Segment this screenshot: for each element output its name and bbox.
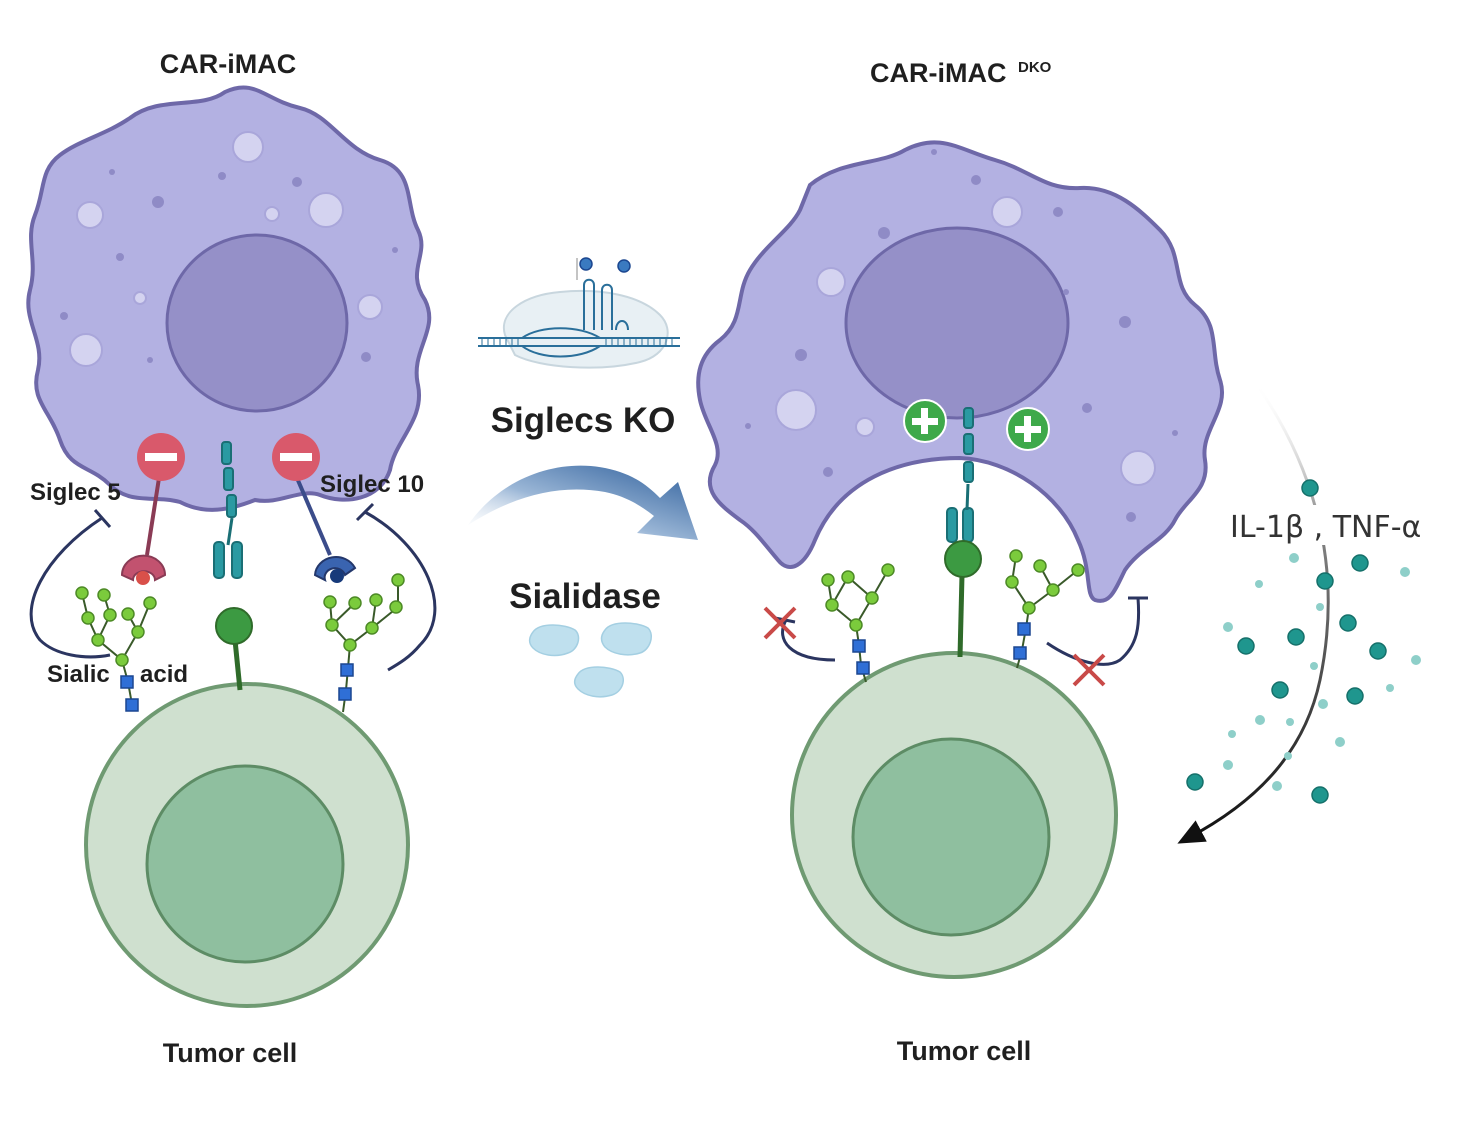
cytokine-label-backdrop	[1228, 505, 1428, 545]
right-cell-title-superscript: DKO	[1018, 59, 1052, 76]
x-block-icon	[1072, 653, 1106, 687]
cytokine-label: IL-1β , TNF-α	[1230, 510, 1421, 545]
left-glycan-2	[323, 573, 405, 713]
sialidase-enzyme-icon	[528, 622, 652, 698]
left-granules	[60, 169, 398, 363]
right-cell-title: CAR-iMAC	[870, 58, 1006, 88]
sialidase-label: Sialidase	[509, 577, 661, 616]
siglec5-label: Siglec 5	[30, 479, 121, 506]
tumor-left-label: Tumor cell	[163, 1038, 298, 1068]
left-tumor-antigen	[215, 607, 253, 691]
siglec5-receptor	[120, 477, 167, 585]
inhibition-bar-icon	[1046, 597, 1141, 666]
right-tumor-antigen	[944, 540, 982, 658]
inhibition-bar-icon	[781, 619, 836, 662]
cytokine-particles-small	[1223, 553, 1421, 791]
right-tumor-cell	[790, 651, 1118, 979]
inhibition-bar-icon	[364, 510, 437, 672]
left-vesicles	[69, 131, 383, 367]
minus-sign-icon	[272, 433, 320, 481]
left-nucleus	[165, 233, 349, 413]
minus-sign-icon	[137, 433, 185, 481]
cytokine-particles-large	[1186, 479, 1387, 804]
plus-sign-icon	[1006, 407, 1050, 451]
siglec10-label: Siglec 10	[320, 471, 424, 498]
right-macrophage	[696, 140, 1224, 603]
x-block-icon	[763, 606, 797, 640]
left-car-receptor	[213, 441, 243, 579]
right-granules	[745, 149, 1178, 522]
right-car-receptor	[946, 407, 974, 543]
tumor-right-label: Tumor cell	[897, 1036, 1032, 1066]
left-macrophage	[26, 85, 432, 512]
transform-arrow	[468, 465, 698, 540]
left-tumor-cell	[84, 682, 410, 1008]
right-glycan-1	[821, 563, 895, 683]
left-glycan-1	[75, 586, 157, 712]
siglec10-receptor	[295, 477, 357, 583]
right-vesicles	[775, 196, 1156, 486]
left-cell-title: CAR-iMAC	[160, 49, 296, 79]
acid-label: acid	[140, 661, 188, 688]
right-nucleus	[844, 226, 1070, 420]
cytokine-arrow	[1177, 381, 1330, 844]
plus-sign-icon	[903, 399, 947, 443]
inhibition-bar-icon	[29, 516, 111, 659]
siglecs-ko-label: Siglecs KO	[491, 401, 676, 440]
crispr-cas9-icon	[478, 257, 680, 369]
sialic-label: Sialic	[47, 661, 110, 688]
right-glycan-2	[1005, 549, 1085, 669]
